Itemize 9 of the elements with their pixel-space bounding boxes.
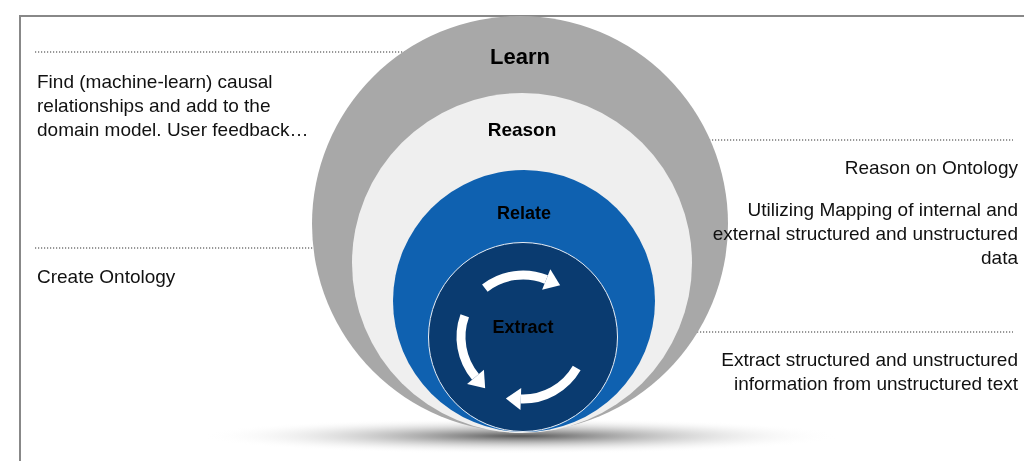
description-text: Utilizing Mapping of internal and external structured and unstructured data [711,198,1018,270]
description-text: Reason on Ontology [843,156,1018,180]
description-text: Find (machine-learn) causal relationships and add to the domain model. User feedback… [37,70,310,142]
description-text: Create Ontology [37,265,177,289]
layer-label: Learn [490,44,550,70]
layer-label: Reason [487,119,557,141]
layer-label: Extract [492,317,554,338]
layer-label: Relate [497,203,551,224]
description-text: Extract structured and unstructured information from unstructured text [720,348,1018,396]
